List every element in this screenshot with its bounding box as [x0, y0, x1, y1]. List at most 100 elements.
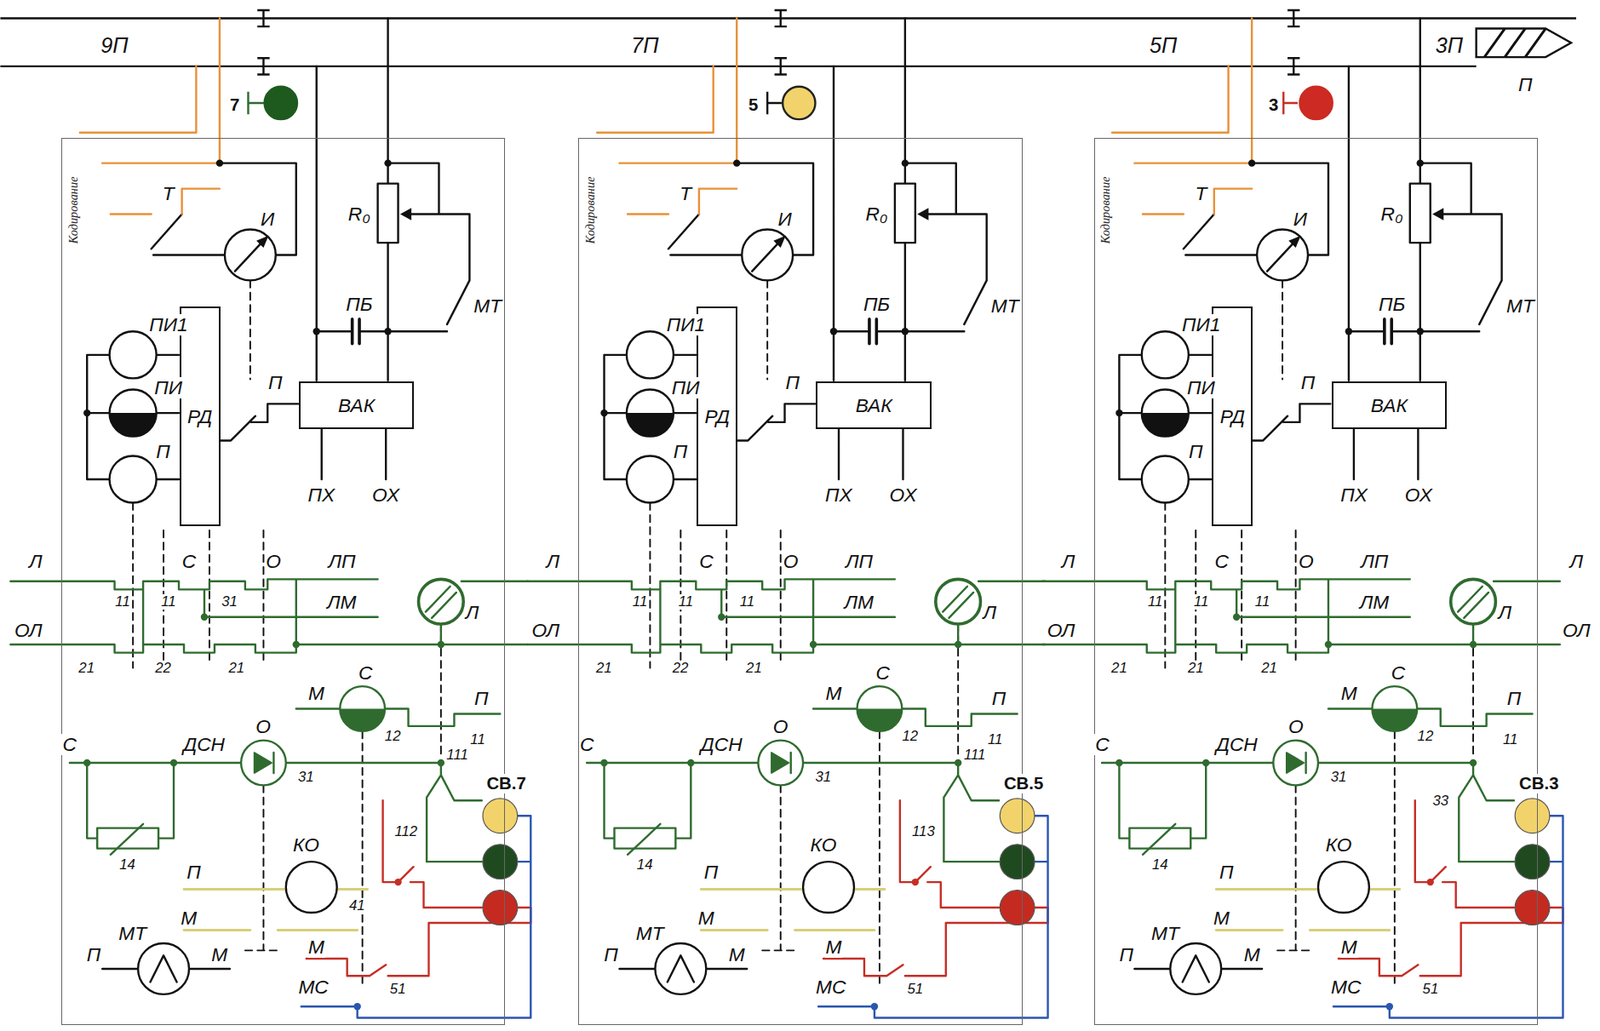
circuit-label: С — [357, 662, 373, 684]
circuit-label: МТ — [635, 923, 666, 945]
coding-enclosure: КодированиеРД ВАК — [1094, 137, 1538, 1027]
contact-number: 31 — [814, 769, 833, 786]
circuit-label: П — [1506, 688, 1523, 710]
track-label: 3П — [1434, 34, 1464, 58]
circuit-label: М — [825, 936, 844, 958]
circuit-label: П — [185, 861, 202, 884]
vak-box: ВАК — [1331, 381, 1447, 430]
circuit-label: О — [1287, 716, 1305, 738]
circuit-label: И — [1292, 208, 1308, 230]
block-title: Кодирование — [584, 176, 598, 244]
contact-number: 21 — [595, 660, 614, 677]
circuit-label: П — [672, 441, 689, 463]
circuit-label: М — [307, 936, 326, 958]
circuit-label: R₀ — [864, 203, 889, 225]
callout-number: 5 — [747, 95, 759, 115]
circuit-label: М — [825, 682, 844, 705]
box-label: ВАК — [1370, 395, 1408, 417]
contact-number: 51 — [906, 981, 924, 998]
contact-number: 21 — [1110, 660, 1129, 677]
contact-number: 113 — [911, 824, 936, 840]
circuit-label: П — [1187, 441, 1205, 463]
contact-number: 11 — [1192, 594, 1210, 610]
circuit-label: П — [1218, 861, 1235, 884]
circuit-label: Л — [28, 550, 44, 573]
circuit-label: ПИ1 — [148, 314, 189, 336]
contact-number: 11 — [1502, 732, 1519, 748]
contact-number: 33 — [1432, 793, 1451, 809]
circuit-label: МТ — [990, 295, 1021, 317]
circuit-label: КО — [292, 834, 321, 856]
circuit-label: О — [1297, 550, 1315, 573]
block-title: Кодирование — [1099, 176, 1113, 244]
circuit-label: КО — [1324, 834, 1354, 856]
circuit-label: МС — [297, 976, 329, 998]
circuit-label: ОЛ — [1046, 619, 1077, 642]
contact-number: 22 — [671, 660, 690, 677]
circuit-label: ПХ — [1339, 484, 1369, 506]
contact-number: 22 — [154, 660, 173, 677]
contact-number: 11 — [677, 594, 694, 610]
contact-number: 11 — [1254, 594, 1271, 610]
signal-name: СВ.5 — [1003, 774, 1044, 793]
circuit-label: ОЛ — [13, 619, 44, 642]
circuit-label: М — [1340, 682, 1359, 705]
callout-number: 7 — [229, 95, 241, 115]
circuit-label: ПБ — [862, 293, 891, 316]
circuit-label: ПИ1 — [1181, 314, 1222, 336]
contact-number: 21 — [228, 660, 247, 677]
track-label: ОЛ — [1561, 619, 1592, 642]
circuit-label: П — [86, 944, 103, 966]
contact-number: 31 — [297, 769, 316, 786]
circuit-label: С — [579, 734, 595, 756]
circuit-label: М — [210, 944, 229, 966]
contact-number: 12 — [384, 728, 402, 745]
circuit-label: И — [777, 208, 793, 230]
circuit-label: П — [1118, 944, 1135, 966]
block-title: Кодирование — [66, 176, 81, 244]
circuit-label: П — [602, 944, 620, 966]
circuit-label: ЛМ — [1359, 591, 1391, 614]
circuit-label: Л — [1497, 602, 1514, 624]
circuit-label: И — [259, 208, 276, 230]
circuit-label: М — [307, 682, 326, 705]
circuit-label: Л — [1060, 550, 1077, 573]
contact-number: 11 — [986, 732, 1004, 748]
circuit-label: О — [254, 716, 272, 738]
circuit-label: О — [772, 716, 790, 738]
circuit-label: Т — [161, 183, 176, 205]
circuit-label: ПИ1 — [665, 314, 706, 336]
contact-number: 11 — [739, 594, 756, 610]
rd-relay-box: РД — [179, 306, 221, 527]
coding-circuit — [10, 18, 531, 1019]
contact-number: 11 — [160, 594, 177, 610]
circuit-label: МТ — [117, 923, 148, 945]
circuit-label: ЛП — [326, 550, 356, 573]
circuit-label: МТ — [472, 295, 503, 317]
circuit-label: МТ — [1150, 923, 1181, 945]
contact-number: 11 — [631, 594, 649, 610]
circuit-label: ОХ — [888, 484, 918, 506]
contact-number: 31 — [1330, 769, 1348, 786]
contact-number: 21 — [745, 660, 763, 677]
circuit-label: С — [181, 550, 197, 573]
track-label: П — [1517, 74, 1534, 96]
track-label: 5П — [1148, 34, 1178, 58]
track-label: 7П — [630, 34, 660, 58]
contact-number: 11 — [469, 732, 486, 748]
box-label: РД — [1220, 406, 1245, 428]
signal-heads — [247, 86, 1332, 120]
circuit-label: М — [179, 907, 198, 930]
contact-number: 14 — [1151, 857, 1170, 873]
circuit-label: ПХ — [824, 484, 854, 506]
contact-number: 41 — [348, 898, 367, 914]
circuit-label: МТ — [1505, 295, 1536, 317]
circuit-label: С — [875, 662, 891, 684]
coding-circuit — [527, 18, 1049, 1019]
circuit-label: М — [1212, 907, 1231, 930]
circuit-label: П — [267, 372, 284, 394]
circuit-label: ЛМ — [843, 591, 876, 614]
contact-number: 111 — [445, 747, 469, 763]
circuit-label: С — [1390, 662, 1406, 684]
